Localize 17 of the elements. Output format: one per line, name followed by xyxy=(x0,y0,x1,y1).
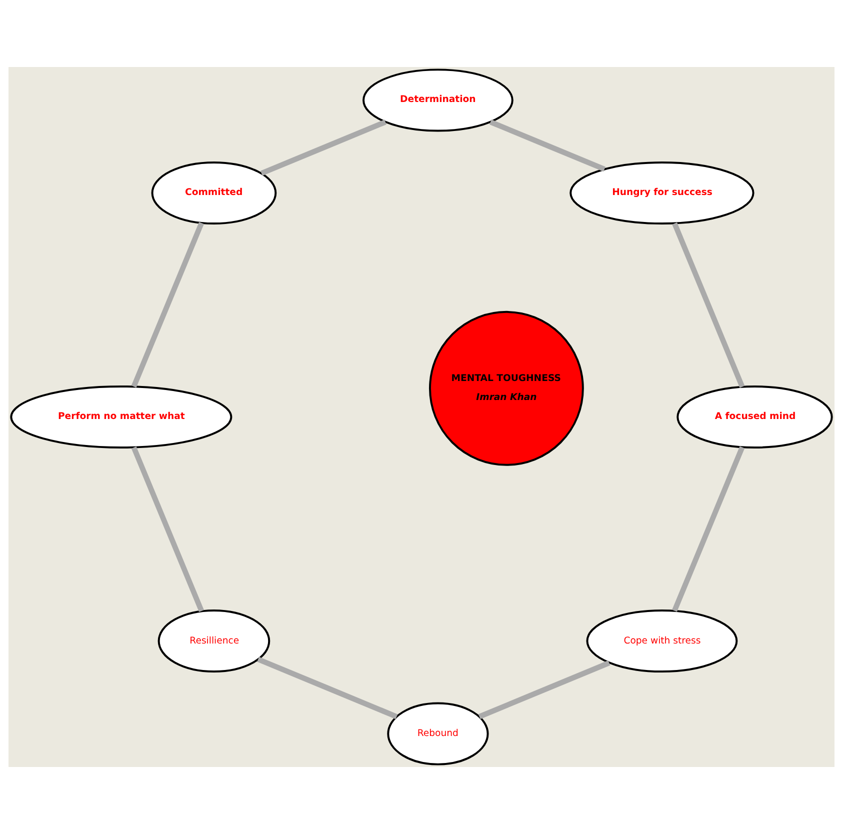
connector xyxy=(131,446,204,612)
connector xyxy=(672,222,745,388)
node-ellipse: Cope with stress xyxy=(586,609,738,673)
node-ellipse: Determination xyxy=(362,68,514,132)
node-ellipse: Committed xyxy=(151,161,277,225)
connector xyxy=(672,446,745,612)
connector xyxy=(257,656,398,720)
connector xyxy=(489,120,606,172)
node-ellipse: A focused mind xyxy=(676,385,833,449)
connector xyxy=(260,120,386,176)
connector xyxy=(478,660,610,720)
node-ellipse: Perform no matter what xyxy=(10,385,232,449)
connector xyxy=(131,222,204,388)
node-ellipse: Resillience xyxy=(158,609,270,673)
node-circle: MENTAL TOUGHNESS Imran Khan xyxy=(428,310,584,466)
node-ellipse: Hungry for success xyxy=(570,161,754,225)
node-ellipse: Rebound xyxy=(387,702,489,766)
